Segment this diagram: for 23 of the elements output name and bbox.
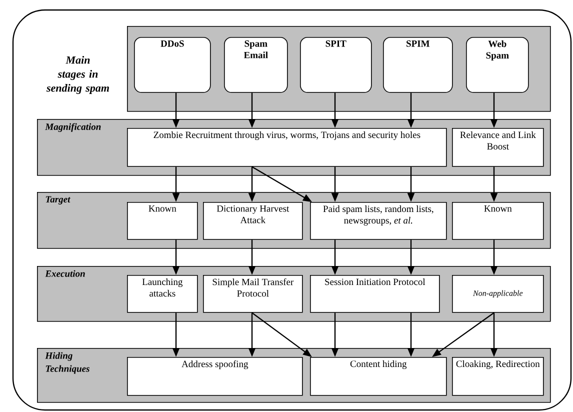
stage-box: SPIM [383, 37, 453, 93]
process-box: Known [127, 202, 198, 240]
process-box: Launching attacks [127, 275, 198, 313]
stage-box: Web Spam [466, 37, 529, 93]
process-box: Simple Mail Transfer Protocol [203, 275, 303, 313]
row-heading: Magnification [45, 123, 101, 132]
stage-box: DDoS [134, 37, 211, 93]
row-heading: Target [46, 196, 70, 204]
stage-box: Spam Email [224, 37, 288, 93]
stage-box: SPIT [300, 37, 372, 93]
process-box: Address spoofing [127, 357, 303, 396]
row-heading: Execution [45, 270, 85, 277]
row-heading: Hiding Techniques [45, 352, 90, 374]
process-box: Content hiding [310, 357, 447, 396]
process-box: Cloaking, Redirection [452, 357, 544, 396]
process-box: Non-applicable [452, 275, 544, 313]
process-box: Zombie Recruitment through virus, worms, Trojans and security holes [127, 128, 447, 167]
process-box: Known [452, 202, 544, 240]
process-box: Dictionary Harvest Attack [203, 202, 303, 240]
process-box: Relevance and Link Boost [452, 128, 544, 167]
process-box: Paid spam lists, random lists, newsgroups, et al. [310, 202, 447, 240]
row-heading: Main stages in sending spam [46, 56, 109, 94]
process-box: Session Initiation Protocol [310, 275, 440, 313]
